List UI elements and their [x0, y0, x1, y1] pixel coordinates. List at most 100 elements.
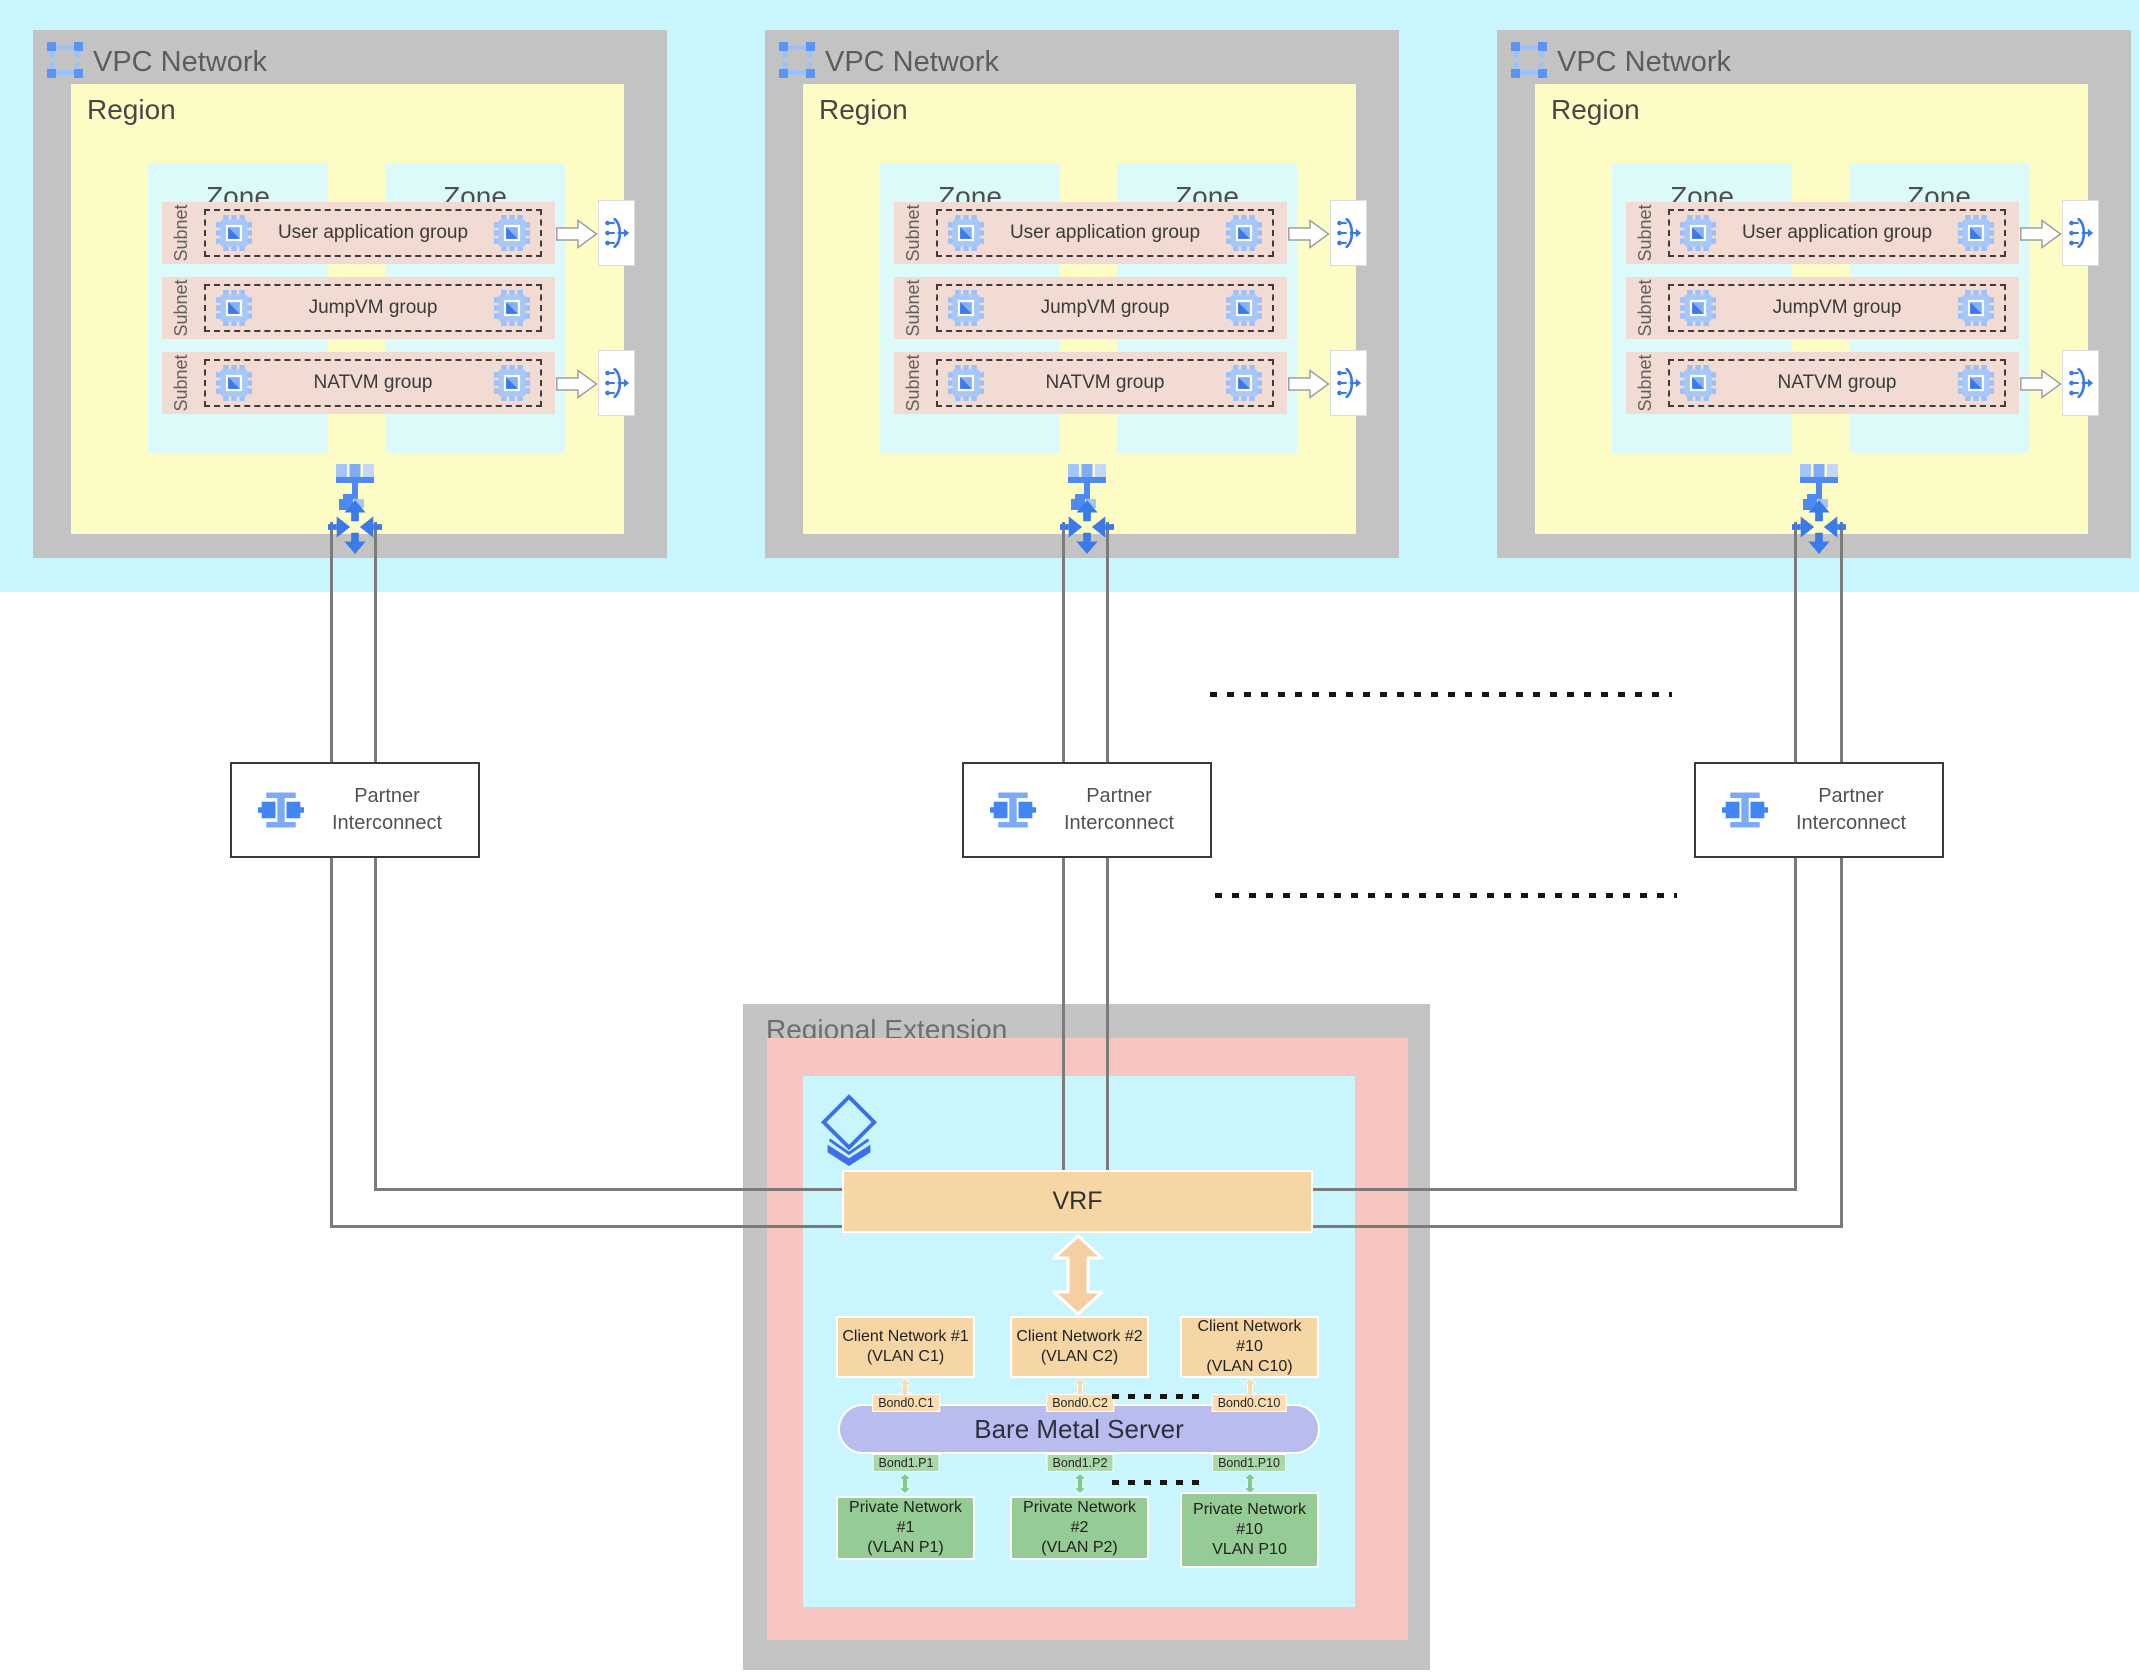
group-label: NATVM group	[1045, 372, 1165, 393]
instance-group: NATVM group	[936, 359, 1274, 407]
pi-label-line2: Interconnect	[1795, 812, 1907, 834]
instance-group: JumpVM group	[1668, 284, 2006, 332]
compute-engine-icon	[1958, 215, 1994, 251]
connector-line	[1062, 522, 1065, 762]
vpc-network-title: VPC Network	[93, 46, 268, 78]
subnet-row: Subnet User application group	[894, 202, 1287, 264]
private-network-10: Private Network #10 VLAN P10	[1180, 1492, 1319, 1568]
load-balancer	[2062, 350, 2099, 416]
bare-metal-layers-icon	[820, 1094, 878, 1166]
bond-label: Bond1.P2	[1046, 1454, 1114, 1472]
partner-interconnect-1: Partner Interconnect	[230, 762, 480, 858]
subnet-row: Subnet JumpVM group	[162, 277, 555, 339]
subnet-label: Subnet	[903, 204, 923, 262]
compute-engine-icon	[1226, 290, 1262, 326]
partner-interconnect-2: Partner Interconnect	[962, 762, 1212, 858]
connector-line	[330, 522, 333, 762]
compute-engine-icon	[948, 215, 984, 251]
private-network-vlan: VLAN P10	[1212, 1541, 1287, 1558]
connector-line	[1062, 858, 1065, 1172]
compute-engine-icon	[216, 290, 252, 326]
compute-engine-icon	[216, 365, 252, 401]
load-balancer	[2062, 200, 2099, 266]
private-network-vlan: (VLAN P2)	[1041, 1539, 1118, 1556]
load-balancer	[598, 200, 635, 266]
block-arrow-icon	[1287, 369, 1331, 399]
load-balancer-icon	[2068, 212, 2094, 254]
cloud-router-icon	[328, 500, 382, 554]
compute-engine-icon	[494, 215, 530, 251]
compute-engine-icon	[1958, 290, 1994, 326]
instance-group: User application group	[936, 209, 1274, 257]
load-balancer	[598, 350, 635, 416]
vpc-network-title: VPC Network	[1557, 46, 1732, 78]
subnet-row: Subnet NATVM group	[162, 352, 555, 414]
vrf-double-arrow-icon	[1050, 1234, 1106, 1316]
bond-label: Bond1.P10	[1212, 1454, 1286, 1472]
private-network-name: Private Network #2	[1023, 1499, 1136, 1536]
group-label: JumpVM group	[1040, 297, 1170, 318]
vpc-network-2: VPC Network Region Zone Zone Subnet User…	[765, 30, 1399, 558]
vpc-network-1: VPC Network Region Zone Zone Subnet User…	[33, 30, 667, 558]
vpc-network-icon	[1511, 42, 1547, 78]
subnet-label: Subnet	[903, 279, 923, 337]
connector-line	[332, 1225, 842, 1228]
compute-engine-icon	[1226, 365, 1262, 401]
client-network-2: Client Network #2 (VLAN C2)	[1010, 1316, 1149, 1378]
instance-group: NATVM group	[204, 359, 542, 407]
client-network-name: Client Network #1	[842, 1328, 969, 1345]
compute-engine-icon	[494, 365, 530, 401]
group-label: User application group	[1741, 222, 1933, 243]
private-network-name: Private Network #1	[849, 1499, 962, 1536]
connector-line	[330, 858, 333, 1228]
compute-engine-icon	[494, 290, 530, 326]
subnet-label: Subnet	[171, 354, 191, 412]
private-network-1: Private Network #1 (VLAN P1)	[836, 1496, 975, 1560]
connector-line	[1840, 522, 1843, 762]
subnet-row: Subnet JumpVM group	[894, 277, 1287, 339]
group-label: JumpVM group	[308, 297, 438, 318]
subnet-label: Subnet	[903, 354, 923, 412]
pi-label-line1: Partner	[1086, 785, 1152, 807]
partner-interconnect-label: Partner Interconnect	[304, 783, 470, 837]
client-network-vlan: (VLAN C2)	[1040, 1348, 1119, 1365]
pi-label-line2: Interconnect	[331, 812, 443, 834]
compute-engine-icon	[1680, 215, 1716, 251]
subnet-label: Subnet	[1635, 204, 1655, 262]
private-network-vlan: (VLAN P1)	[867, 1539, 944, 1556]
load-balancer-icon	[1336, 212, 1362, 254]
subnet-row: Subnet User application group	[1626, 202, 2019, 264]
region-label: Region	[819, 94, 908, 125]
load-balancer	[1330, 200, 1367, 266]
connector-line	[376, 1188, 842, 1191]
compute-engine-icon	[1680, 365, 1716, 401]
bond-label: Bond0.C2	[1046, 1394, 1114, 1412]
compute-engine-icon	[216, 215, 252, 251]
load-balancer-icon	[604, 362, 630, 404]
client-network-vlan: (VLAN C1)	[866, 1348, 945, 1365]
compute-engine-icon	[1680, 290, 1716, 326]
dotted-separator	[1215, 893, 1677, 898]
connector-line	[1313, 1225, 1843, 1228]
group-label: NATVM group	[313, 372, 433, 393]
client-network-vlan: (VLAN C10)	[1206, 1358, 1293, 1375]
subnet-label: Subnet	[171, 204, 191, 262]
instance-group: JumpVM group	[204, 284, 542, 332]
double-arrow-icon	[894, 1473, 916, 1494]
bond-label: Bond0.C10	[1211, 1394, 1287, 1412]
load-balancer-icon	[604, 212, 630, 254]
partner-interconnect-3: Partner Interconnect	[1694, 762, 1944, 858]
connector-line	[1106, 858, 1109, 1172]
group-label: NATVM group	[1777, 372, 1897, 393]
dotted-separator	[1210, 692, 1672, 697]
compute-engine-icon	[1226, 215, 1262, 251]
connector-line	[1106, 522, 1109, 762]
group-label: User application group	[1009, 222, 1201, 243]
connector-line	[1840, 858, 1843, 1228]
double-arrow-icon	[1069, 1473, 1091, 1494]
load-balancer	[1330, 350, 1367, 416]
subnet-row: Subnet JumpVM group	[1626, 277, 2019, 339]
instance-group: User application group	[1668, 209, 2006, 257]
subnet-row: Subnet NATVM group	[1626, 352, 2019, 414]
